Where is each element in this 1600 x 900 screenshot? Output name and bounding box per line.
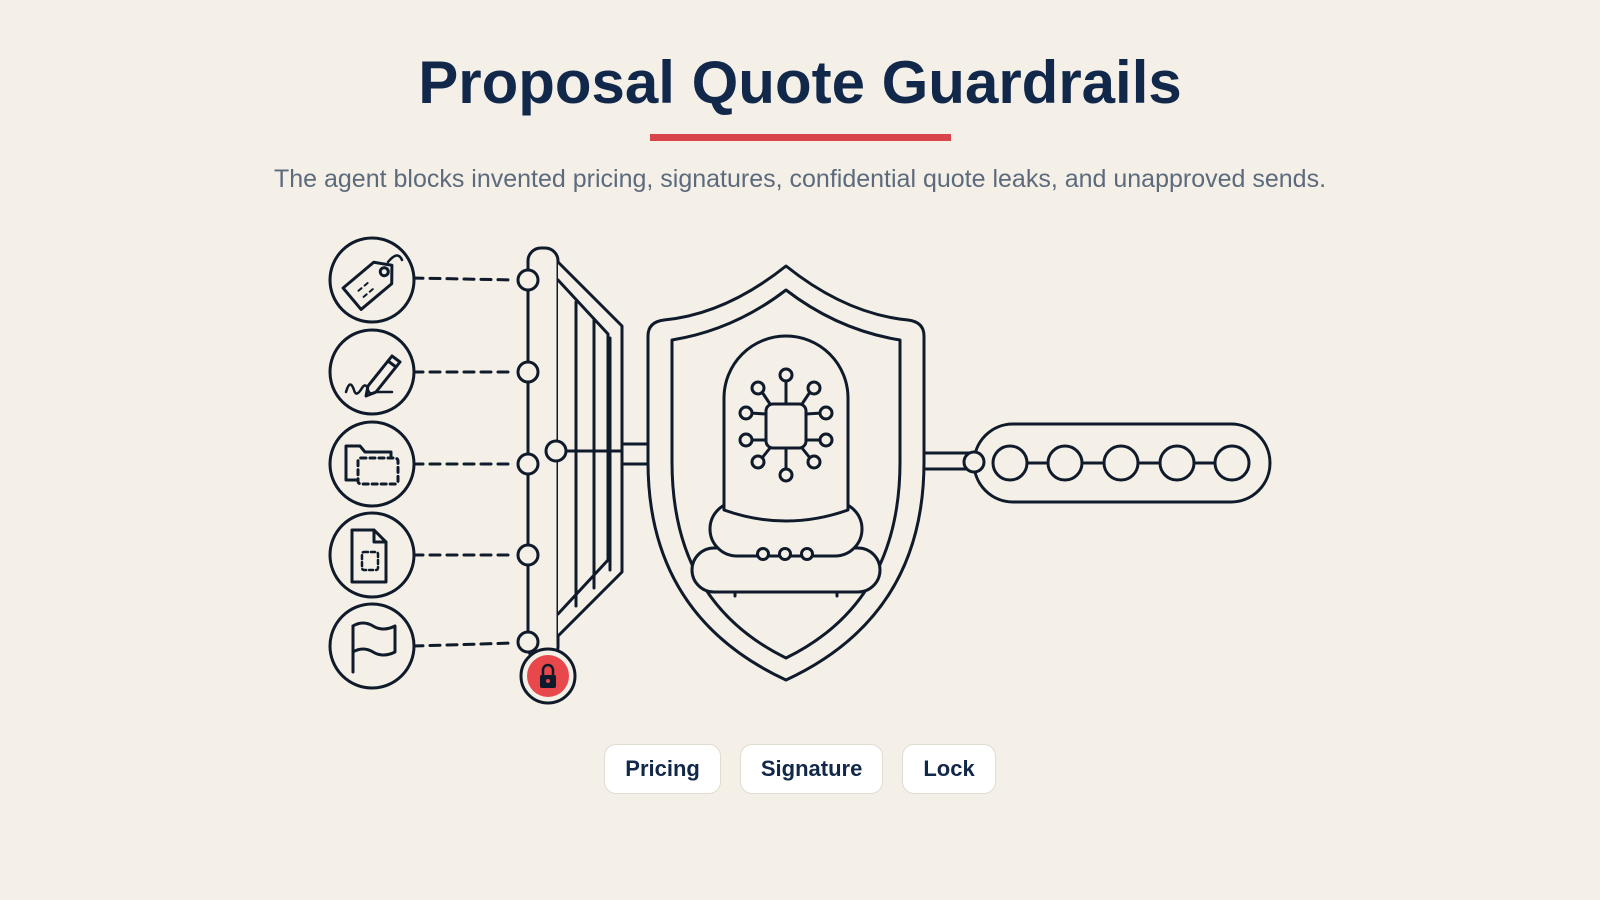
page-title: Proposal Quote Guardrails — [418, 49, 1182, 116]
flag-icon — [328, 602, 416, 690]
chip-lock[interactable]: Lock — [902, 744, 996, 794]
chip-pricing[interactable]: Pricing — [604, 744, 721, 794]
ai-chip-dome-icon — [690, 334, 882, 598]
page-subtitle: The agent blocks invented pricing, signa… — [273, 165, 1327, 193]
connector-lines — [411, 276, 516, 648]
title-underline — [650, 134, 951, 141]
padlock-icon — [519, 647, 577, 705]
output-pipeline — [962, 422, 1272, 504]
folder-icon — [328, 420, 416, 508]
chip-signature[interactable]: Signature — [739, 744, 884, 794]
price-tag-icon — [328, 236, 416, 324]
document-icon — [328, 511, 416, 599]
signature-pen-icon — [328, 328, 416, 416]
category-chips: Pricing Signature Lock — [0, 744, 1600, 794]
gate-icon — [516, 246, 652, 662]
